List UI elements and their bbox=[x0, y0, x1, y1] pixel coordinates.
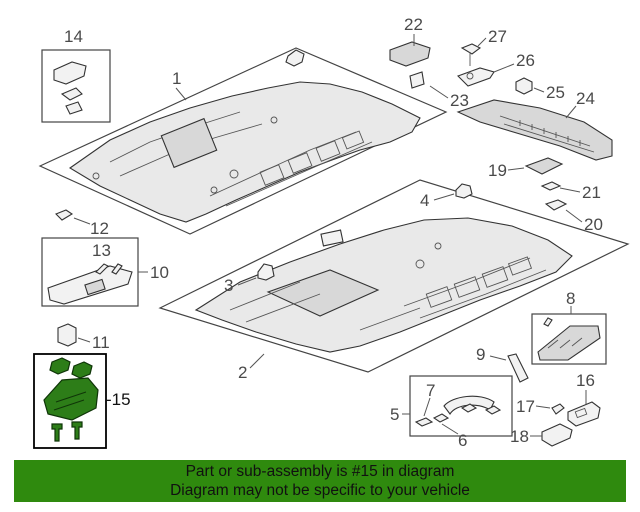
rail-part-24 bbox=[456, 99, 613, 161]
callout-11: 11 bbox=[92, 333, 110, 352]
console-part-8 bbox=[537, 317, 601, 361]
callout-18: 18 bbox=[510, 427, 529, 446]
callout-22: 22 bbox=[404, 15, 423, 34]
callout-16: 16 bbox=[576, 371, 595, 390]
headliner-lower bbox=[158, 179, 630, 373]
callout-20: 20 bbox=[584, 215, 603, 234]
holder-part-11 bbox=[57, 323, 77, 347]
cover-part-16 bbox=[567, 401, 601, 427]
map-light-part-15 bbox=[43, 357, 99, 442]
callout-7: 7 bbox=[426, 381, 435, 400]
callout-12: 12 bbox=[90, 219, 109, 238]
callout-5: 5 bbox=[390, 405, 399, 424]
sunvisor-part-10 bbox=[47, 263, 133, 305]
grab-handle-part-5 bbox=[414, 395, 502, 427]
callout-6: 6 bbox=[458, 431, 467, 450]
callout-1: 1 bbox=[172, 69, 181, 88]
callout-24: 24 bbox=[576, 89, 595, 108]
info-banner: Part or sub-assembly is #15 in diagram D… bbox=[14, 460, 626, 502]
callout-13: 13 bbox=[92, 241, 111, 260]
hook-part-14 bbox=[53, 61, 87, 115]
callout-2: 2 bbox=[238, 363, 247, 382]
callout-17: 17 bbox=[516, 397, 535, 416]
callout-9: 9 bbox=[476, 345, 485, 364]
cap-part-20 bbox=[544, 199, 568, 211]
clip-part-26 bbox=[457, 67, 495, 87]
clip-part-17 bbox=[551, 403, 565, 415]
callout-14: 14 bbox=[64, 27, 83, 46]
callout-15: -15 bbox=[106, 390, 131, 409]
bolt-part-27 bbox=[460, 43, 482, 66]
callout-26: 26 bbox=[516, 51, 535, 70]
callout-10: 10 bbox=[150, 263, 169, 282]
clip-part-3 bbox=[257, 263, 275, 281]
plug-part-21 bbox=[540, 181, 562, 191]
callout-3: 3 bbox=[224, 276, 233, 295]
callout-19: 19 bbox=[488, 161, 507, 180]
info-line-disclaimer: Diagram may not be specific to your vehi… bbox=[170, 482, 470, 499]
callout-8: 8 bbox=[566, 289, 575, 308]
callout-4: 4 bbox=[420, 191, 429, 210]
bracket-part-22 bbox=[389, 41, 431, 89]
clip-part-4 bbox=[455, 183, 473, 199]
lens-part-18 bbox=[541, 423, 573, 447]
cap-part-12 bbox=[55, 209, 74, 221]
callout-25: 25 bbox=[546, 83, 565, 102]
callout-23: 23 bbox=[450, 91, 469, 110]
callout-27: 27 bbox=[488, 27, 507, 46]
info-line-part: Part or sub-assembly is #15 in diagram bbox=[185, 463, 455, 480]
headliner-upper bbox=[38, 47, 448, 235]
bracket-part-9 bbox=[507, 353, 529, 383]
cap-part-25 bbox=[515, 77, 533, 95]
callout-21: 21 bbox=[582, 183, 601, 202]
cover-part-19 bbox=[524, 157, 564, 175]
screw-icon bbox=[51, 421, 83, 442]
